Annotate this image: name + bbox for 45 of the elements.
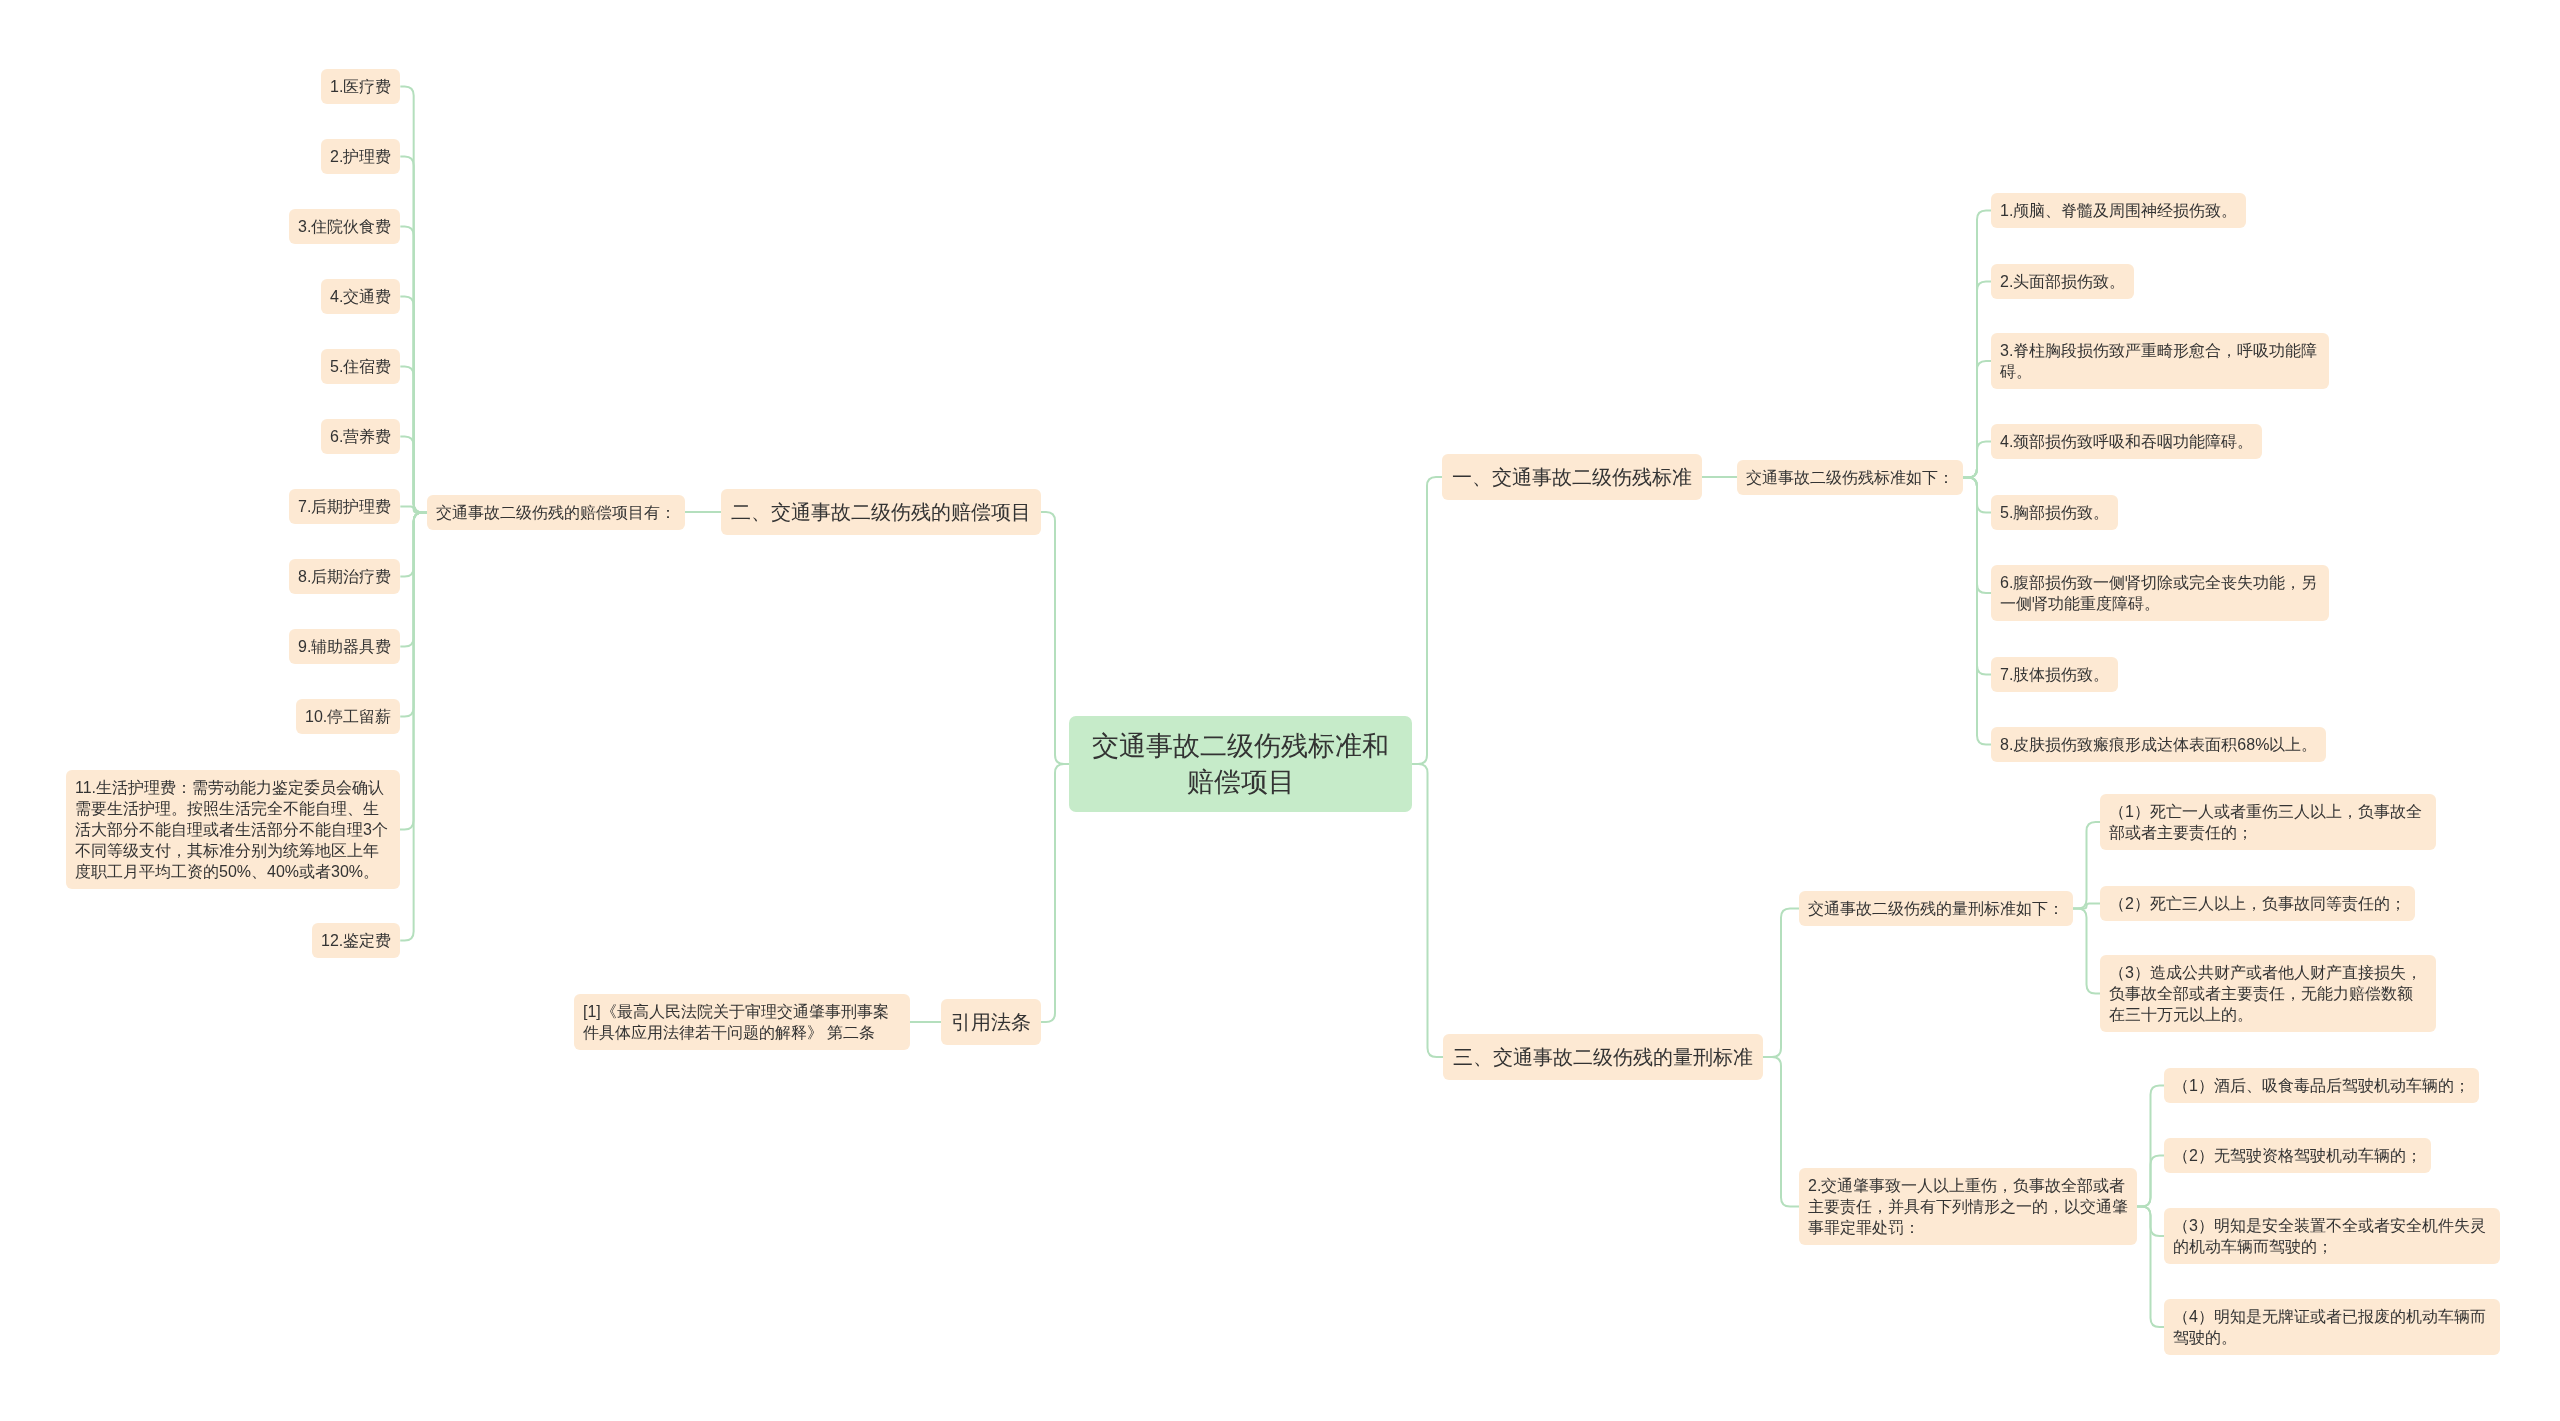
connector-line bbox=[1962, 476, 1992, 746]
subtopic-box: 8.皮肤损伤致瘢痕形成达体表面积68%以上。 bbox=[1991, 727, 2327, 762]
connector-line bbox=[2136, 1205, 2165, 1328]
subtopic-box: 2.交通肇事致一人以上重伤，负事故全部或者主要责任，并具有下列情形之一的，以交通肇事罪定罪处罚： bbox=[1799, 1168, 2137, 1245]
subtopic-box: 2.头面部损伤致。 bbox=[1991, 264, 2135, 299]
subtopic-box: 10.停工留薪 bbox=[296, 699, 401, 734]
subtopic-box: 5.住宿费 bbox=[321, 349, 401, 384]
connector-line bbox=[1762, 1056, 1800, 1208]
subtopic-box: （1）酒后、吸食毒品后驾驶机动车辆的； bbox=[2164, 1068, 2479, 1103]
subtopic-box: （4）明知是无牌证或者已报废的机动车辆而驾驶的。 bbox=[2164, 1299, 2500, 1355]
subtopic-box: （1）死亡一人或者重伤三人以上，负事故全部或者主要责任的； bbox=[2100, 794, 2436, 850]
central-topic-box: 交通事故二级伤残标准和赔偿项目 bbox=[1069, 716, 1412, 812]
subtopic-box: 8.后期治疗费 bbox=[289, 559, 401, 594]
subtopic-box: （3）明知是安全装置不全或者安全机件失灵的机动车辆而驾驶的； bbox=[2164, 1208, 2500, 1264]
main-topic-box: 一、交通事故二级伤残标准 bbox=[1442, 454, 1702, 500]
subtopic-box: 3.住院伙食费 bbox=[289, 209, 401, 244]
subtopic-box: 2.护理费 bbox=[321, 139, 401, 174]
subtopic-box: 交通事故二级伤残的赔偿项目有： bbox=[427, 495, 685, 530]
subtopic-box: 交通事故二级伤残标准如下： bbox=[1737, 460, 1963, 495]
connector-line bbox=[1701, 476, 1738, 478]
connector-line bbox=[2072, 907, 2101, 995]
subtopic-box: 1.医疗费 bbox=[321, 69, 401, 104]
subtopic-box: （2）死亡三人以上，负事故同等责任的； bbox=[2100, 886, 2415, 921]
subtopic-box: 5.胸部损伤致。 bbox=[1991, 495, 2119, 530]
subtopic-box: 12.鉴定费 bbox=[312, 923, 401, 958]
main-topic-box: 三、交通事故二级伤残的量刑标准 bbox=[1443, 1034, 1763, 1080]
subtopic-box: 交通事故二级伤残的量刑标准如下： bbox=[1799, 891, 2073, 926]
main-topic-box: 二、交通事故二级伤残的赔偿项目 bbox=[721, 489, 1041, 535]
connector-line bbox=[1411, 763, 1444, 1058]
subtopic-box: （3）造成公共财产或者他人财产直接损失，负事故全部或者主要责任，无能力赔偿数额在三十万元以上的。 bbox=[2100, 955, 2436, 1032]
connector-line bbox=[684, 511, 722, 513]
subtopic-box: （2）无驾驶资格驾驶机动车辆的； bbox=[2164, 1138, 2431, 1173]
main-topic-box: 引用法条 bbox=[941, 999, 1041, 1045]
subtopic-box: 11.生活护理费：需劳动能力鉴定委员会确认需要生活护理。按照生活完全不能自理、生活大部分不能自理或者生活部分不能自理3个不同等级支付，其标准分别为统筹地区上年度职工月平均工资的50%、40%或者30%。 bbox=[66, 770, 400, 889]
subtopic-box: 1.颅脑、脊髓及周围神经损伤致。 bbox=[1991, 193, 2247, 228]
connector-line bbox=[909, 1021, 942, 1023]
subtopic-box: 7.后期护理费 bbox=[289, 489, 401, 524]
subtopic-box: 9.辅助器具费 bbox=[289, 629, 401, 664]
subtopic-box: 7.肢体损伤致。 bbox=[1991, 657, 2119, 692]
subtopic-box: 6.营养费 bbox=[321, 419, 401, 454]
subtopic-box: 4.颈部损伤致呼吸和吞咽功能障碍。 bbox=[1991, 424, 2263, 459]
subtopic-box: 4.交通费 bbox=[321, 279, 401, 314]
subtopic-box: 3.脊柱胸段损伤致严重畸形愈合，呼吸功能障碍。 bbox=[1991, 333, 2329, 389]
subtopic-box: 6.腹部损伤致一侧肾切除或完全丧失功能，另一侧肾功能重度障碍。 bbox=[1991, 565, 2329, 621]
subtopic-box: [1]《最高人民法院关于审理交通肇事刑事案件具体应用法律若干问题的解释》 第二条 bbox=[574, 994, 910, 1050]
